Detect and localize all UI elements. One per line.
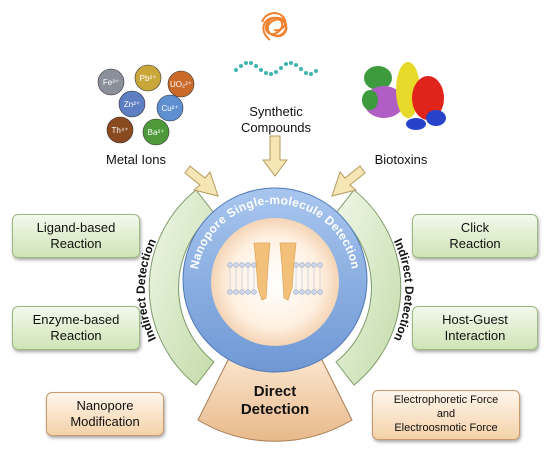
ion-label: Th⁴⁺ (112, 126, 129, 135)
ion-label: UO₂²⁺ (170, 80, 192, 89)
ion-label: Zn²⁺ (124, 100, 140, 109)
direct-detection-segment (197, 351, 353, 442)
ion-sphere (97, 68, 125, 96)
direct-detection-line1: Direct (254, 383, 297, 400)
nanopore-modification-box: Nanopore Modification (46, 392, 164, 436)
arrow-synthetic (262, 135, 288, 177)
metal-ion-spheres: Fe³⁺ Pb²⁺ UO₂²⁺ Zn²⁺ Cu²⁺ Th⁴⁺ Ba²⁺ (97, 64, 195, 146)
direct-detection-line2: Detection (241, 401, 309, 418)
ion-label: Fe³⁺ (103, 78, 119, 87)
host-guest-interaction-box: Host-Guest Interaction (412, 306, 538, 350)
enzyme-based-reaction-box: Enzyme-based Reaction (12, 306, 140, 350)
ion-sphere (134, 64, 162, 92)
click-reaction-box: Click Reaction (412, 214, 538, 258)
ion-sphere (118, 90, 146, 118)
metal-ions-label: Metal Ions (106, 152, 166, 167)
synthetic-compounds-label: Synthetic Compounds (240, 104, 312, 136)
protein-structure-icon (362, 62, 446, 130)
right-indirect-arc (335, 189, 402, 386)
electrophoretic-force-box: Electrophoretic Force and Electroosmotic… (372, 390, 520, 440)
ion-sphere (106, 116, 134, 144)
bead-chain-icon (234, 61, 318, 76)
ion-label: Cu²⁺ (161, 104, 178, 113)
arrow-biotoxins (331, 165, 366, 197)
ligand-based-reaction-box: Ligand-based Reaction (12, 214, 140, 258)
left-indirect-arc (148, 189, 215, 386)
lipid-membrane (227, 262, 323, 295)
core-circle (211, 218, 339, 346)
polymer-coil-icon (261, 12, 288, 41)
ion-sphere (156, 94, 184, 122)
ion-sphere (167, 70, 195, 98)
ion-label: Ba²⁺ (148, 128, 165, 137)
biotoxins-label: Biotoxins (374, 152, 428, 167)
ion-sphere (142, 118, 170, 146)
nanopore-icon (253, 242, 297, 301)
arrow-metal-ions (184, 165, 219, 197)
ion-label: Pb²⁺ (140, 74, 157, 83)
